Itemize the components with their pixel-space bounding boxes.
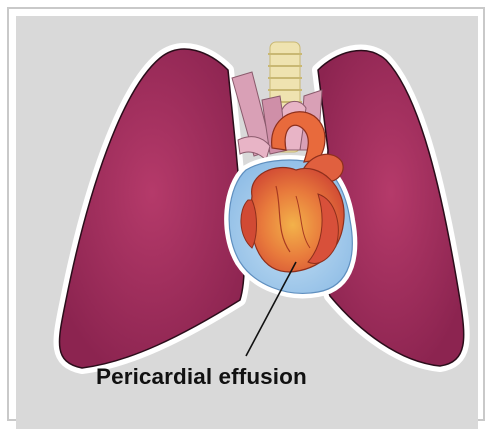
pericardial-effusion-label: Pericardial effusion	[96, 364, 396, 390]
left-lung-icon	[59, 49, 244, 368]
